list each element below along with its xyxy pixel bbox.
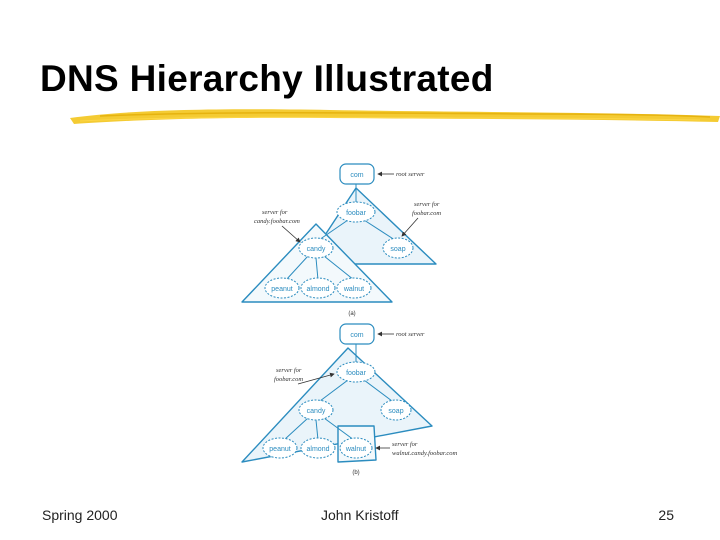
node-soap-a-label: soap (390, 246, 405, 253)
node-walnut-a (336, 277, 372, 299)
panel-b: com foobar candy soap peanut almond waln… (241, 323, 457, 476)
footer-date: Spring 2000 (42, 507, 118, 523)
note-candy-a-1: server for (262, 209, 288, 216)
node-com-a-label: com (350, 172, 363, 179)
zone-foobar-b (241, 347, 433, 463)
note-root-a: root server (396, 171, 425, 178)
node-foobar-a-label: foobar (346, 210, 367, 217)
node-almond-a-label: almond (307, 286, 330, 293)
note-foobar-a-2: foobar.com (412, 210, 441, 217)
node-foobar-b-label: foobar (346, 370, 367, 377)
node-candy-a (298, 237, 334, 259)
node-com-b (339, 323, 375, 345)
note-candy-a-2: candy.foobar.com (254, 218, 300, 225)
note-walnut-b-1: server for (392, 441, 418, 448)
panel-a: com foobar candy soap peanut almond waln… (241, 163, 441, 317)
dns-hierarchy-figure: com foobar candy soap peanut almond waln… (241, 163, 457, 476)
node-candy-b (298, 399, 334, 421)
node-peanut-a (264, 277, 300, 299)
node-peanut-b (262, 437, 298, 459)
note-root-b: root server (396, 331, 425, 338)
slide-title: DNS Hierarchy Illustrated (40, 58, 494, 99)
node-soap-b-label: soap (388, 408, 403, 415)
caption-a: (a) (348, 311, 355, 317)
note-foobar-b-2: foobar.com (274, 376, 303, 383)
node-walnut-b (339, 437, 373, 459)
node-foobar-a (336, 201, 376, 223)
node-soap-a (382, 237, 414, 259)
slide-number: 25 (658, 507, 674, 523)
node-candy-b-label: candy (307, 408, 326, 415)
footer-author: John Kristoff (321, 507, 399, 523)
node-foobar-b (336, 361, 376, 383)
caption-b: (b) (352, 470, 359, 476)
node-com-b-label: com (350, 332, 363, 339)
title-underline (70, 109, 720, 124)
note-foobar-b-1: server for (276, 367, 302, 374)
node-almond-a (300, 277, 336, 299)
node-soap-b (380, 399, 412, 421)
node-peanut-a-label: peanut (271, 286, 292, 293)
node-almond-b-label: almond (307, 446, 330, 453)
note-foobar-a-1: server for (414, 201, 440, 208)
note-walnut-b-2: walnut.candy.foobar.com (392, 450, 457, 457)
node-almond-b (300, 437, 336, 459)
node-candy-a-label: candy (307, 246, 326, 253)
node-com-a (339, 163, 375, 185)
node-peanut-b-label: peanut (269, 446, 290, 453)
node-walnut-b-label: walnut (345, 446, 366, 453)
node-walnut-a-label: walnut (343, 286, 364, 293)
